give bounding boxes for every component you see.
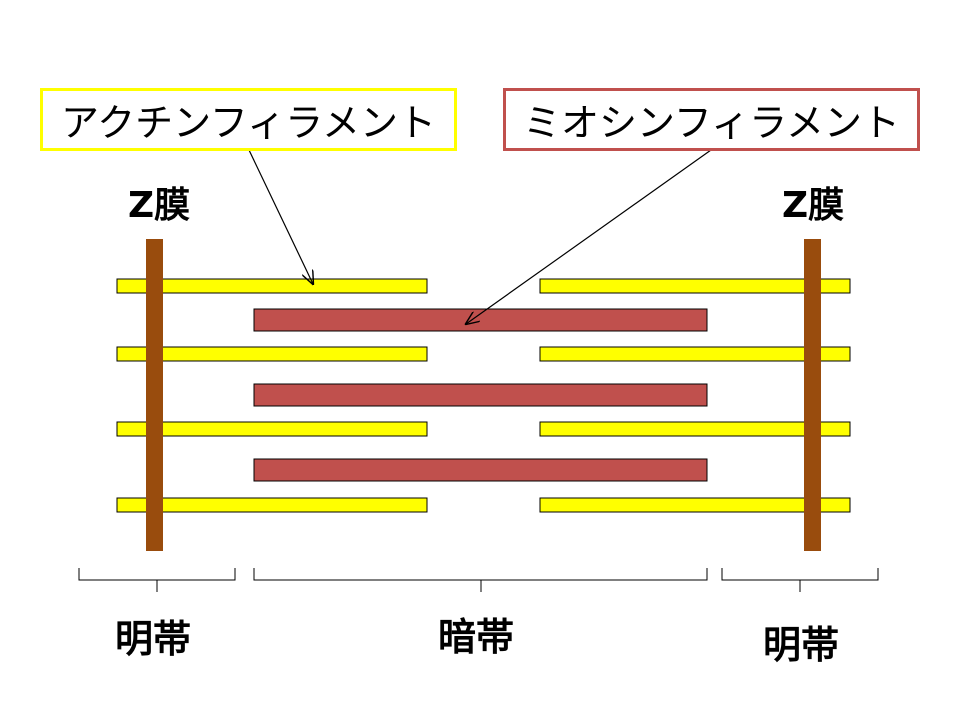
light-band-brace-left bbox=[78, 568, 236, 592]
actin-filament bbox=[116, 278, 428, 294]
myosin-filament bbox=[253, 458, 708, 482]
actin-filament bbox=[539, 497, 851, 513]
myosin-filament bbox=[253, 383, 708, 407]
myosin-filament bbox=[253, 308, 708, 332]
actin-filament bbox=[539, 278, 851, 294]
actin-pointer-arrow bbox=[248, 149, 313, 284]
z-membrane-label-right: Z膜 bbox=[782, 185, 845, 226]
dark-band-brace bbox=[253, 568, 708, 592]
actin-filament bbox=[116, 497, 428, 513]
light-band-label-left: 明帯 bbox=[115, 617, 192, 661]
myosin-filament-label: ミオシンフィラメント bbox=[503, 88, 920, 151]
actin-filament bbox=[116, 346, 428, 362]
actin-filament bbox=[116, 421, 428, 437]
actin-filament bbox=[539, 346, 851, 362]
z-membrane-label-left: Z膜 bbox=[128, 185, 191, 226]
myosin-pointer-arrow bbox=[466, 149, 712, 324]
actin-filament bbox=[539, 421, 851, 437]
z-line-left bbox=[146, 239, 163, 551]
light-band-label-right: 明帯 bbox=[763, 623, 840, 667]
light-band-brace-right bbox=[721, 568, 879, 592]
z-line-right bbox=[804, 239, 821, 551]
actin-filament-label: アクチンフィラメント bbox=[40, 88, 457, 151]
dark-band-label: 暗帯 bbox=[438, 615, 515, 659]
